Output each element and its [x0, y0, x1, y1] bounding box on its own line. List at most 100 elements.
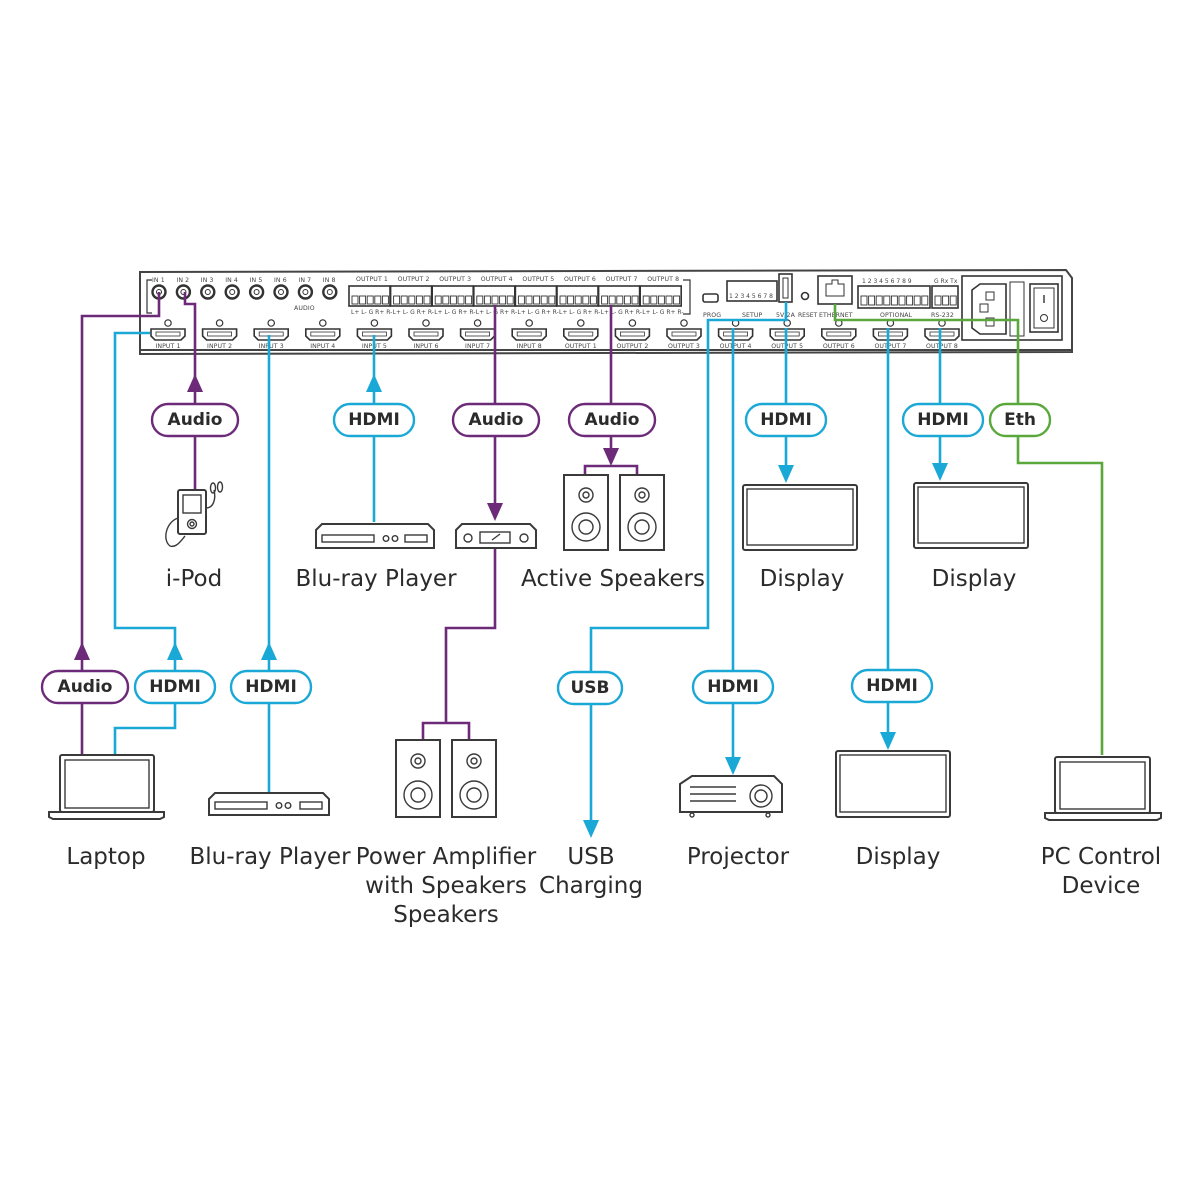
prog-usb-port[interactable]	[702, 293, 719, 303]
optional-pin	[913, 295, 921, 306]
audio-input-jack[interactable]	[248, 284, 265, 300]
label-power-amp-line3: Speakers	[393, 902, 499, 928]
terminal-pin	[415, 295, 423, 305]
terminal-pin-labels: L+ L- G R+ R-	[434, 309, 475, 316]
jack-hole-icon	[253, 289, 260, 295]
arrow-laptop-hdmi-icon	[167, 642, 183, 660]
hdmi-screw-icon	[422, 319, 430, 327]
hdmi-port-label: OUTPUT 8	[926, 343, 958, 350]
terminal-pin	[434, 295, 442, 305]
terminal-pin	[366, 295, 374, 305]
iec-power-inlet[interactable]	[971, 283, 1007, 335]
pill-label: HDMI	[866, 676, 918, 696]
optional-pin	[883, 295, 891, 306]
power-switch[interactable]	[1029, 283, 1059, 333]
label-ipod: i-Pod	[166, 566, 222, 592]
pill-laptop-hdmi: HDMI	[133, 669, 217, 705]
usb-port-tongue	[782, 277, 789, 299]
terminal-pin	[351, 295, 359, 305]
pill-amp-audio: Audio	[451, 402, 541, 438]
rs232-pin-labels: G Rx Tx	[934, 278, 958, 285]
hdmi-port-label: INPUT 1	[155, 343, 180, 350]
pill-label: Audio	[469, 410, 524, 430]
label-display-2: Display	[932, 566, 1017, 592]
optional-pin	[921, 295, 929, 306]
pc-control-laptop-icon	[1044, 756, 1162, 821]
audio-input-label: IN 5	[250, 277, 263, 284]
setup-label: SETUP	[742, 312, 763, 319]
display-1-icon	[742, 484, 858, 551]
terminal-pin	[616, 295, 624, 305]
terminal-pin	[548, 295, 556, 305]
hdmi-port-label: INPUT 3	[259, 343, 284, 350]
jack-hole-icon	[204, 289, 211, 295]
ipod-icon	[165, 481, 224, 548]
audio-output-label: OUTPUT 6	[564, 276, 596, 283]
audio-input-jack[interactable]	[297, 284, 314, 300]
hdmi-screw-icon	[318, 319, 327, 327]
audio-input-bracket	[146, 279, 152, 314]
terminal-pin	[499, 295, 507, 305]
terminal-pin-labels: L+ L- G R+ R-	[642, 309, 683, 316]
power-amplifier-icon	[455, 523, 537, 549]
arrow-active-speakers-icon	[603, 448, 619, 466]
audio-input-label: IN 7	[298, 277, 311, 284]
hdmi-port-label: INPUT 7	[465, 343, 490, 350]
label-power-amp-line1: Power Amplifier	[356, 844, 537, 870]
terminal-pin	[623, 295, 631, 305]
audio-input-jack[interactable]	[273, 284, 289, 300]
wire-laptop-hdmi	[113, 331, 177, 755]
rs232-terminal-block[interactable]	[931, 285, 959, 309]
label-usb-line1: USB	[567, 844, 614, 870]
hdmi-port-pins	[310, 331, 336, 337]
power-switch-rocker	[1033, 287, 1055, 329]
audio-input-jack[interactable]	[175, 284, 192, 300]
reset-button[interactable]	[800, 291, 810, 301]
hdmi-screw-icon	[525, 319, 534, 327]
terminal-pin	[665, 295, 673, 305]
terminal-pin	[449, 295, 457, 305]
setup-dip-switch[interactable]	[726, 280, 778, 302]
inlet-pin-live	[985, 291, 995, 301]
pill-label: Audio	[585, 410, 640, 430]
audio-input-jack[interactable]	[322, 284, 338, 300]
audio-output-label: OUTPUT 7	[606, 276, 638, 283]
active-speakers-icon	[563, 474, 665, 551]
hdmi-port-pins	[465, 331, 491, 337]
terminal-pin	[408, 295, 416, 305]
rs232-label: RS-232	[931, 312, 954, 319]
hdmi-port-pins	[826, 331, 852, 337]
terminal-pin	[381, 295, 389, 305]
optional-pin	[860, 295, 868, 306]
hdmi-port-pins	[929, 331, 955, 337]
arrow-display3-icon	[880, 732, 896, 750]
terminal-pin	[650, 295, 658, 305]
jack-hole-icon	[278, 289, 284, 295]
pill-usb: USB	[556, 670, 624, 706]
jack-hole-icon	[229, 289, 236, 295]
label-usb-line2: Charging	[539, 873, 643, 899]
label-laptop: Laptop	[66, 844, 145, 870]
audio-group-label: AUDIO	[294, 305, 315, 312]
terminal-pin	[423, 295, 431, 305]
optional-label: OPTIONAL	[880, 312, 913, 319]
wires	[80, 292, 1104, 822]
audio-output-label: OUTPUT 4	[481, 276, 513, 283]
pill-label: Eth	[1004, 410, 1036, 430]
audio-input-jack[interactable]	[200, 284, 216, 300]
pill-label: HDMI	[348, 410, 400, 430]
hdmi-screw-icon	[370, 319, 379, 327]
switch-off-mark-icon	[1040, 314, 1048, 322]
label-pc-line1: PC Control	[1041, 844, 1161, 870]
rs232-pin	[942, 295, 950, 306]
terminal-pin	[601, 295, 609, 305]
hdmi-screw-icon	[576, 319, 585, 327]
pill-display3-hdmi: HDMI	[850, 668, 934, 704]
audio-input-jack[interactable]	[224, 284, 240, 300]
optional-pin	[868, 295, 876, 306]
hdmi-port-pins	[620, 331, 645, 337]
ethernet-port[interactable]	[817, 275, 853, 305]
hdmi-port-pins	[671, 331, 697, 337]
audio-input-label: IN 8	[323, 277, 336, 284]
terminal-pin	[559, 295, 567, 305]
